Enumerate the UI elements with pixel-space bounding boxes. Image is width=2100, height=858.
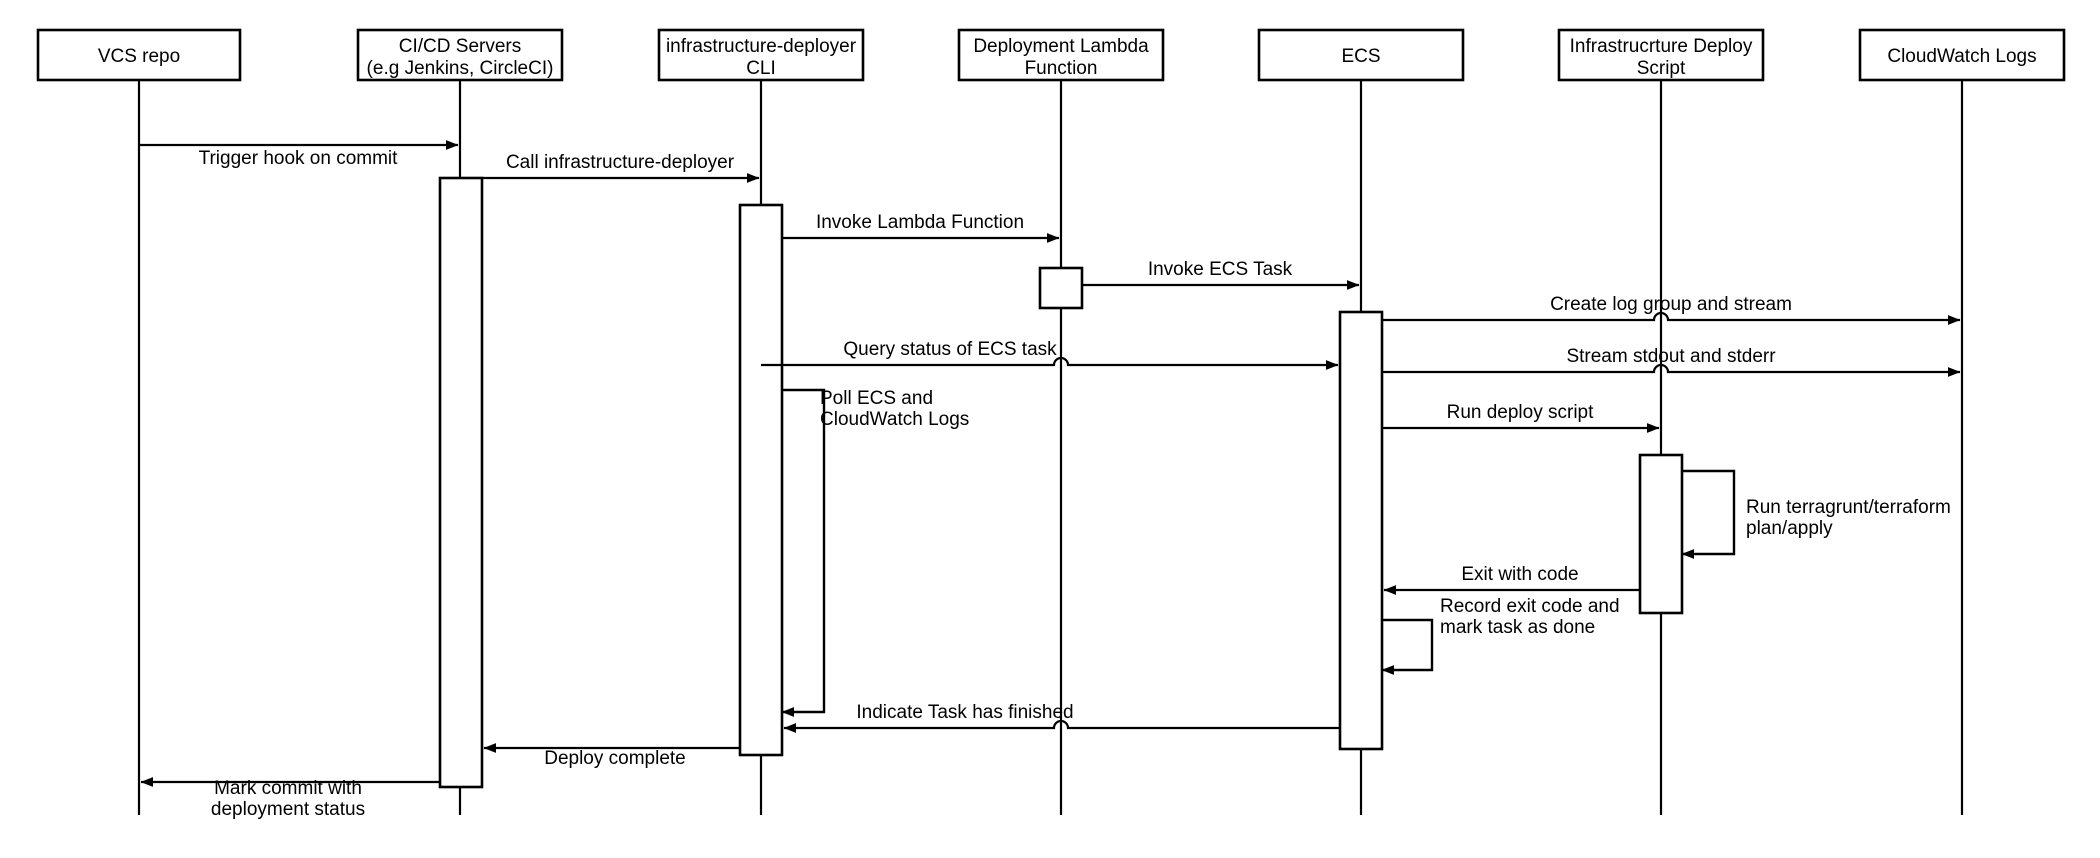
message-label-m11: Deploy complete: [544, 748, 686, 769]
message-label-m7: Stream stdout and stderr: [1566, 346, 1776, 367]
message-label-m3: Invoke Lambda Function: [816, 212, 1024, 233]
participant-label-cloudwatch: CloudWatch Logs: [1887, 46, 2036, 67]
message-m9: Exit with code: [1383, 564, 1640, 595]
messages-layer: Trigger hook on commit Call infrastructur…: [139, 140, 1961, 820]
self-message-arrow-s1: [781, 388, 826, 717]
message-m1: Trigger hook on commit: [139, 140, 459, 169]
activation-bar-ecs: [1338, 310, 1384, 751]
activation-bar-cli: [738, 203, 784, 757]
participant-vcs[interactable]: VCS repo: [36, 28, 242, 82]
message-arrow-m5: [1382, 311, 1961, 325]
participant-cloudwatch[interactable]: CloudWatch Logs: [1858, 28, 2066, 82]
activation-bar-lambda: [1038, 266, 1084, 310]
message-m3: Invoke Lambda Function: [782, 212, 1060, 243]
message-m8: Run deploy script: [1382, 402, 1660, 433]
participant-ecs[interactable]: ECS: [1257, 28, 1465, 82]
message-arrow-m10: [783, 719, 1340, 733]
activation-bar-cicd: [438, 176, 484, 789]
participant-label-vcs: VCS repo: [98, 46, 180, 67]
participant-box-cloudwatch[interactable]: [1858, 28, 2066, 82]
message-label-m6: Query status of ECS task: [843, 339, 1057, 360]
participant-boxes-layer: VCS repo CI/CD Servers(e.g Jenkins, Circl…: [36, 28, 2066, 82]
self-message-arrow-s2: [1681, 469, 1736, 559]
message-label-m9: Exit with code: [1461, 564, 1578, 585]
self-message-arrow-s3: [1381, 618, 1434, 675]
participant-label-cicd: CI/CD Servers(e.g Jenkins, CircleCI): [367, 36, 554, 79]
message-label-m1: Trigger hook on commit: [199, 148, 399, 169]
message-label-m5: Create log group and stream: [1550, 294, 1792, 315]
message-label-m4: Invoke ECS Task: [1148, 259, 1293, 280]
message-m2: Call infrastructure-deployer: [482, 152, 760, 183]
message-m11: Deploy complete: [483, 743, 740, 769]
message-m5: Create log group and stream: [1382, 294, 1961, 325]
participant-box-script[interactable]: [1557, 28, 1765, 82]
activation-bar-script: [1638, 453, 1684, 615]
participant-box-vcs[interactable]: [36, 28, 242, 82]
message-m10: Indicate Task has finished: [783, 702, 1340, 733]
participant-box-cli[interactable]: [657, 28, 865, 82]
message-arrow-m7: [1382, 363, 1961, 377]
participant-box-ecs[interactable]: [1257, 28, 1465, 82]
message-m6: Query status of ECS task: [761, 339, 1339, 370]
message-arrow-m6: [761, 356, 1339, 370]
message-label-m10: Indicate Task has finished: [856, 702, 1073, 723]
participant-box-cicd[interactable]: [356, 28, 564, 82]
message-m4: Invoke ECS Task: [1082, 259, 1360, 290]
message-m7: Stream stdout and stderr: [1382, 346, 1961, 377]
participant-box-lambda[interactable]: [957, 28, 1165, 82]
participant-label-ecs: ECS: [1341, 46, 1380, 67]
message-label-m2: Call infrastructure-deployer: [506, 152, 735, 173]
message-label-m8: Run deploy script: [1447, 402, 1595, 423]
participant-cicd[interactable]: CI/CD Servers(e.g Jenkins, CircleCI): [356, 28, 564, 82]
activations-layer: [438, 176, 1684, 789]
